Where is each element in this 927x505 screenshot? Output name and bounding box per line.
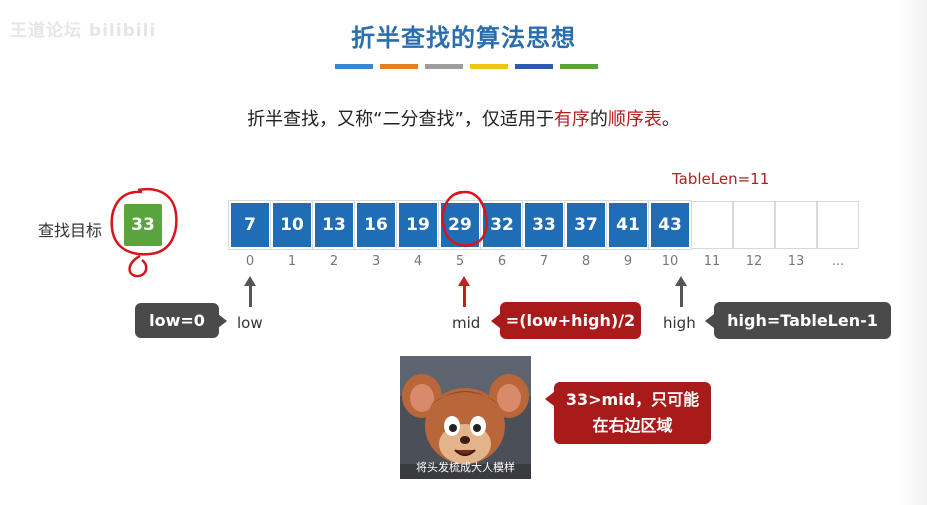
array-index: 6 <box>497 254 507 269</box>
subtitle: 折半查找，又称“二分查找”，仅适用于有序的顺序表。 <box>0 105 927 131</box>
title-bar-segment <box>425 64 463 69</box>
array-cell-empty <box>817 201 859 249</box>
title-color-bar <box>335 64 598 69</box>
low-callout-tail <box>218 314 227 328</box>
table-length-label: TableLen=11 <box>672 170 770 188</box>
jerry-mouse-illustration <box>400 356 531 479</box>
mid-callout-tail <box>491 314 500 328</box>
mid-label: mid <box>452 314 481 332</box>
subtitle-highlight-sequential-list: 顺序表 <box>607 109 662 130</box>
array-index: 12 <box>745 254 763 269</box>
title-bar-segment <box>335 64 373 69</box>
search-target-box: 33 <box>124 204 162 246</box>
array-cell: 33 <box>522 200 566 250</box>
array-cell: 32 <box>480 200 524 250</box>
high-label: high <box>663 314 696 332</box>
search-target-label: 查找目标 <box>38 221 103 240</box>
array-index: 7 <box>539 254 549 269</box>
array-cell: 13 <box>312 200 356 250</box>
array-cell: 16 <box>354 200 398 250</box>
array-index: 0 <box>245 254 255 269</box>
jerry-mouse-meme-image: 将头发梳成大人模样 <box>400 356 531 479</box>
note-callout: 33>mid，只可能 在右边区域 <box>554 382 711 444</box>
low-callout: low=0 <box>135 303 219 338</box>
array-cell: 43 <box>648 200 692 250</box>
high-callout: high=TableLen-1 <box>714 302 891 339</box>
note-line-2: 在右边区域 <box>592 416 673 435</box>
slide-title: 折半查找的算法思想 <box>351 24 576 52</box>
array-index: 13 <box>787 254 805 269</box>
array-index: 2 <box>329 254 339 269</box>
high-callout-tail <box>705 314 714 328</box>
title-bar-segment <box>515 64 553 69</box>
array-cell: 10 <box>270 200 314 250</box>
array-cell-empty <box>733 201 775 249</box>
array-cell: 37 <box>564 200 608 250</box>
array-cell: 19 <box>396 200 440 250</box>
title-bar-segment <box>560 64 598 69</box>
array-cell: 41 <box>606 200 650 250</box>
array-index: 9 <box>623 254 633 269</box>
mid-callout: =(low+high)/2 <box>500 302 641 339</box>
note-callout-tail <box>545 392 554 406</box>
subtitle-text: 。 <box>661 109 680 130</box>
slide-right-edge <box>899 0 927 505</box>
array-cell: 7 <box>228 200 272 250</box>
array-index: 10 <box>661 254 679 269</box>
target-tail-scribble <box>128 254 148 278</box>
array-cell-empty <box>775 201 817 249</box>
array-index: 11 <box>703 254 721 269</box>
subtitle-highlight-ordered: 有序 <box>553 109 590 130</box>
title-bar-segment <box>470 64 508 69</box>
array-index: ... <box>831 254 845 269</box>
note-line-1: 33>mid，只可能 <box>565 390 700 409</box>
meme-caption: 将头发梳成大人模样 <box>416 461 515 474</box>
array-cell-empty <box>691 201 733 249</box>
array-index: 1 <box>287 254 297 269</box>
array-index: 5 <box>455 254 465 269</box>
subtitle-text: 折半查找，又称“二分查找”，仅适用于 <box>247 109 554 130</box>
watermark: 王道论坛 bilibili <box>10 21 157 41</box>
low-label: low <box>237 314 263 332</box>
array-index: 4 <box>413 254 423 269</box>
title-bar-segment <box>380 64 418 69</box>
subtitle-text: 的 <box>589 109 608 130</box>
array-index: 3 <box>371 254 381 269</box>
array-cell: 29 <box>438 200 482 250</box>
array-index: 8 <box>581 254 591 269</box>
